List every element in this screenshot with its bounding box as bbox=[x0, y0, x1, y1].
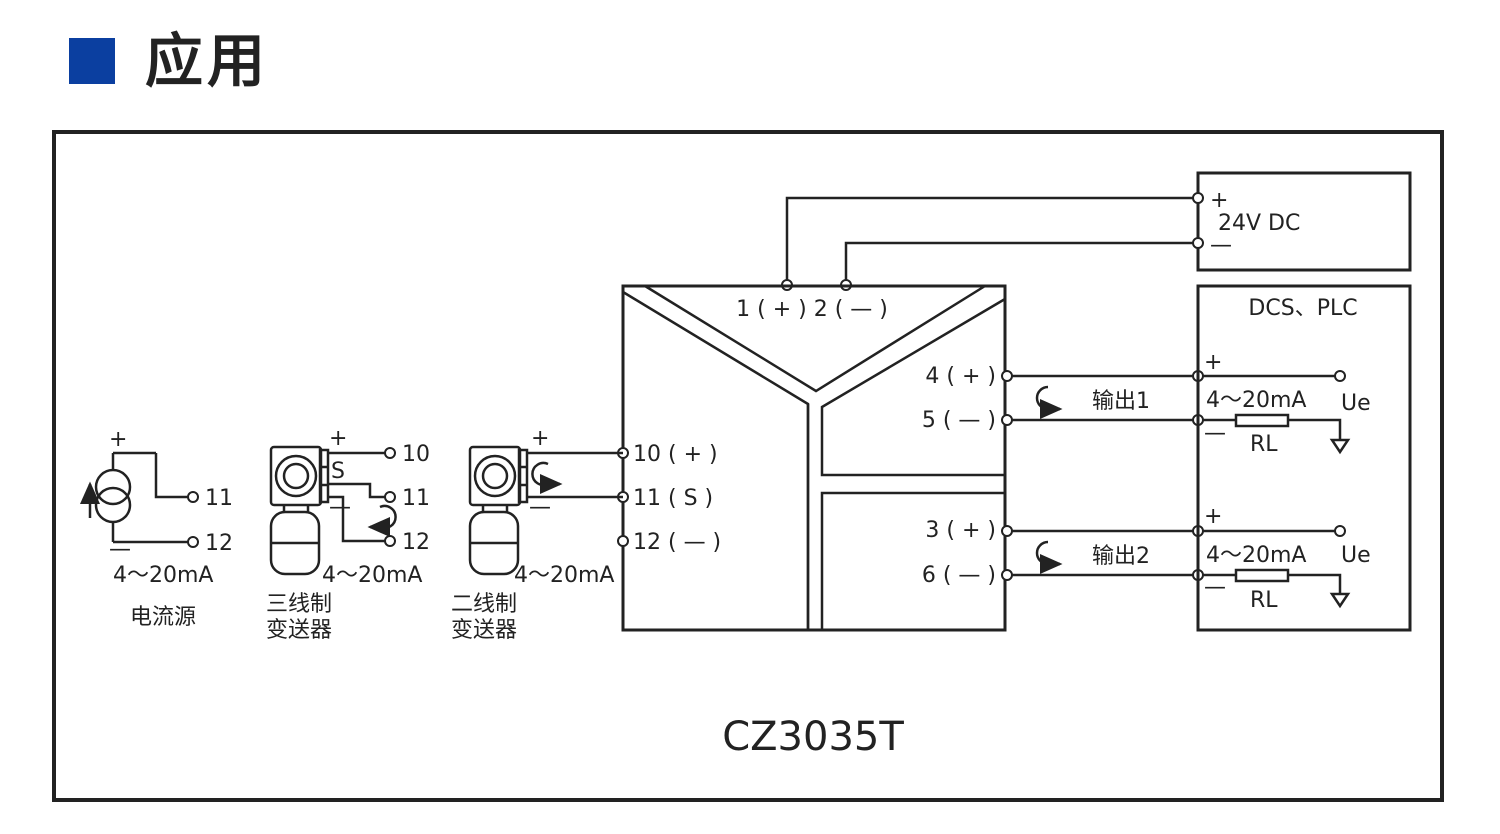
module-name: CZ3035T bbox=[722, 714, 904, 760]
three-wire-range: 4～20mA bbox=[322, 563, 422, 588]
terminal-10-label: 10 ( + ) bbox=[633, 442, 718, 467]
two-wire-name-1: 二线制 bbox=[451, 592, 517, 617]
power-minus-label: — bbox=[1210, 233, 1232, 258]
terminal-3-label: 3 ( + ) bbox=[925, 518, 996, 543]
output-wires bbox=[1005, 374, 1340, 577]
output2-loop-arrow-icon bbox=[1035, 540, 1063, 574]
power-minus-node bbox=[1192, 237, 1204, 249]
dcs-minus2: — bbox=[1204, 575, 1226, 600]
two-wire-plus: + bbox=[531, 426, 549, 451]
source-terminal-12: 12 bbox=[205, 531, 233, 556]
source-terminal-11: 11 bbox=[205, 486, 233, 511]
page-title: 应用 bbox=[145, 27, 270, 95]
output1-label: 输出1 bbox=[1092, 389, 1150, 414]
three-wire-name-1: 三线制 bbox=[266, 592, 332, 617]
three-wire-plus: + bbox=[329, 426, 347, 451]
terminal-12-label: 12 ( — ) bbox=[633, 530, 721, 555]
ground-2-icon bbox=[1329, 592, 1351, 609]
power-plus-label: + bbox=[1210, 188, 1228, 213]
two-wire-range: 4～20mA bbox=[514, 563, 614, 588]
three-wire-terminal-12: 12 bbox=[402, 530, 430, 555]
three-wire-s: S bbox=[331, 459, 345, 484]
dcs-plus2: + bbox=[1204, 504, 1222, 529]
dcs-minus1: — bbox=[1204, 421, 1226, 446]
dcs-ue2: Ue bbox=[1341, 543, 1371, 568]
current-source-icon bbox=[80, 451, 191, 544]
output2-label: 输出2 bbox=[1092, 544, 1150, 569]
source-name: 电流源 bbox=[130, 605, 196, 630]
power-label: 24V DC bbox=[1218, 211, 1300, 236]
source-plus: + bbox=[109, 427, 127, 452]
dcs-plc-label: DCS、PLC bbox=[1248, 296, 1357, 321]
source-minus: — bbox=[109, 537, 131, 562]
three-wire-terminal-10: 10 bbox=[402, 442, 430, 467]
dcs-range2: 4～20mA bbox=[1206, 543, 1306, 568]
power-supply-box: + 24V DC — bbox=[1196, 171, 1412, 272]
rl2-label: RL bbox=[1250, 588, 1278, 613]
ground-1-icon bbox=[1329, 438, 1351, 455]
dcs-ue1: Ue bbox=[1341, 391, 1371, 416]
three-wire-minus: — bbox=[329, 495, 351, 520]
three-wire-transmitter-icon bbox=[269, 445, 397, 576]
isolator-module: 1 ( + ) 2 ( — ) CZ3035T bbox=[621, 284, 1007, 760]
source-range: 4～20mA bbox=[113, 563, 213, 588]
three-wire-terminal-11: 11 bbox=[402, 486, 430, 511]
rl1-label: RL bbox=[1250, 432, 1278, 457]
terminal-11-label: 11 ( S ) bbox=[633, 486, 713, 511]
terminal-4-label: 4 ( + ) bbox=[925, 364, 996, 389]
two-wire-transmitter-icon bbox=[468, 445, 623, 576]
load-resistor-2-icon bbox=[1234, 568, 1342, 594]
dcs-plc-box: DCS、PLC + 4～20mA Ue — RL + 4～20mA Ue — R… bbox=[1196, 284, 1412, 632]
three-wire-name-2: 变送器 bbox=[266, 618, 332, 643]
dcs-plus1: + bbox=[1204, 350, 1222, 375]
load-resistor-1-icon bbox=[1234, 413, 1342, 440]
two-wire-minus: — bbox=[529, 495, 551, 520]
terminal-5-label: 5 ( — ) bbox=[922, 408, 996, 433]
power-wires bbox=[785, 196, 1198, 285]
output1-loop-arrow-icon bbox=[1035, 385, 1063, 419]
supply-terminals-label: 1 ( + ) 2 ( — ) bbox=[736, 297, 888, 322]
terminal-6-label: 6 ( — ) bbox=[922, 563, 996, 588]
two-wire-name-2: 变送器 bbox=[451, 618, 517, 643]
output-terminal-nodes bbox=[1001, 370, 1346, 581]
diagram-frame bbox=[52, 130, 1444, 802]
title-marker-square bbox=[69, 38, 115, 84]
power-plus-node bbox=[1192, 192, 1204, 204]
dcs-range1: 4～20mA bbox=[1206, 388, 1306, 413]
